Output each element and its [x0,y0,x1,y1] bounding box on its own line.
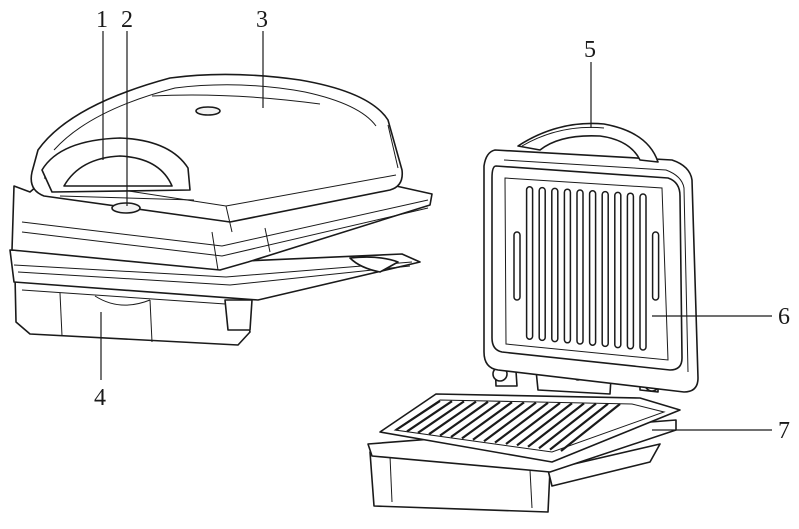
callout-2: 2 [121,7,133,33]
lower-grill-rib [538,402,597,450]
lower-grill-rib [472,401,525,441]
callout-labels: 1 2 3 4 5 6 7 [94,7,790,444]
upper-grill-rib [563,188,572,344]
lower-grill-ribs [395,400,621,452]
callout-7: 7 [778,418,790,444]
upper-grill-rib [538,186,546,342]
callout-3: 3 [256,7,268,33]
lower-grill-rib [560,403,621,452]
lower-grill-rib [450,401,501,438]
upper-grill-rib [626,192,635,350]
upper-grill-rib [525,186,534,340]
lower-grill-rib [461,401,513,440]
upper-grill-rib [513,231,521,301]
callout-6: 6 [778,304,790,330]
callout-4: 4 [94,385,106,411]
callout-1: 1 [96,7,108,33]
upper-grill-rib [551,187,559,343]
lower-grill-rib [527,402,585,448]
upper-lid [483,122,699,393]
open-grill [367,122,699,513]
upper-grill-ribs [513,186,660,351]
indicator-light-icon [111,202,141,214]
lower-grill-rib [516,402,573,447]
lower-grill-plate [379,393,681,463]
lower-grill-rib [494,401,549,444]
callout-5: 5 [584,37,596,63]
lower-grill-rib [428,400,477,436]
upper-grill-rib [601,190,609,348]
lower-grill-rib [395,400,441,431]
lower-housing [9,249,421,301]
lower-grill-rib [549,402,609,451]
lid-vent-icon [195,106,221,116]
upper-grill-rib [614,191,622,349]
lower-grill-rib [505,402,561,445]
upper-grill-rib [651,231,660,301]
closed-grill [9,73,433,346]
lower-grill-rib [406,400,453,433]
upper-grill-rib [576,189,584,345]
upper-grill-rib [588,190,597,346]
lower-grill-rib [483,401,537,443]
lower-grill-rib [417,400,465,434]
lower-grill-rib [439,400,489,437]
leader-lines [100,31,772,431]
upper-grill-rib [639,193,647,351]
